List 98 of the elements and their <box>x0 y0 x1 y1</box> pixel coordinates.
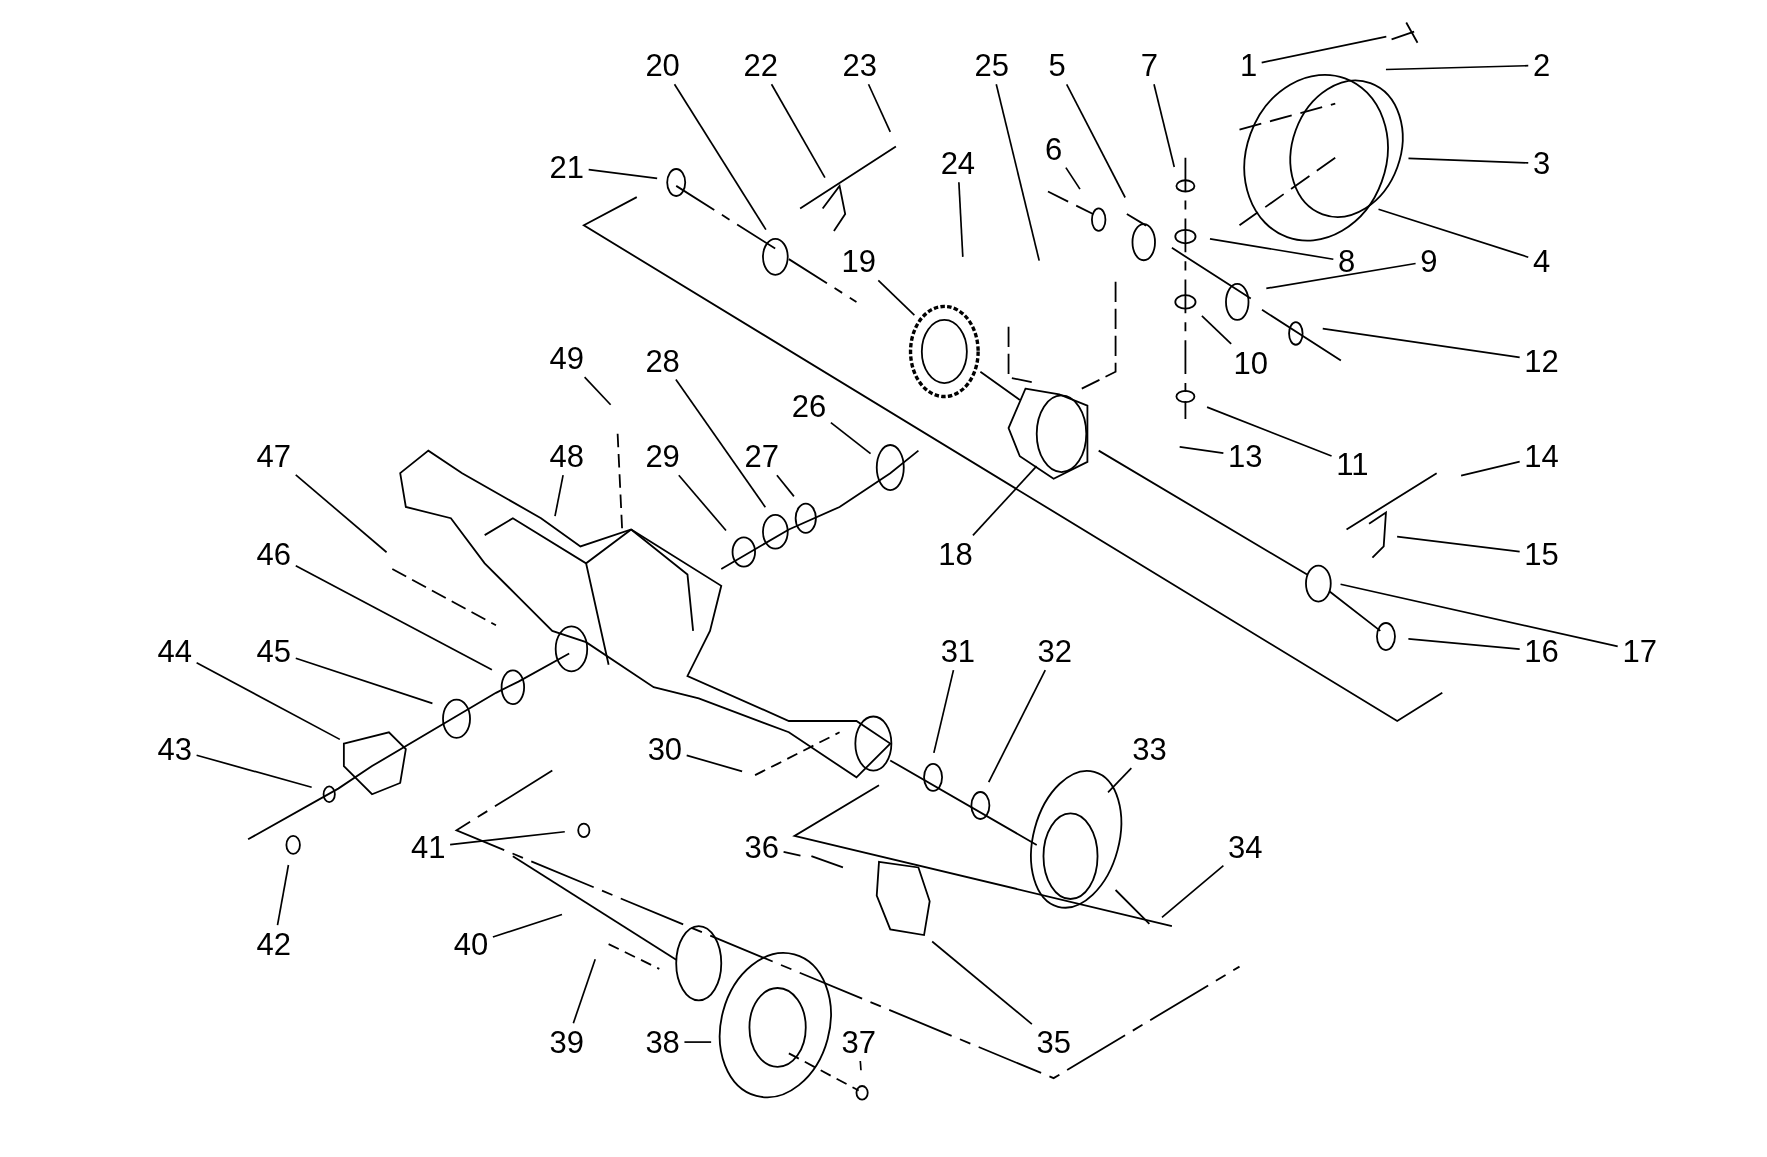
leader-line <box>1265 262 1417 290</box>
callout-number: 23 <box>842 49 878 81</box>
callout-number: 33 <box>1132 733 1167 765</box>
callout-number: 8 <box>1338 245 1356 277</box>
callout-number: 6 <box>1045 133 1063 165</box>
callout-number: 42 <box>256 928 292 960</box>
leader-line <box>294 474 388 554</box>
callout-number: 20 <box>645 49 680 81</box>
callout-number: 32 <box>1037 635 1072 667</box>
callout-number: 27 <box>744 440 779 472</box>
callout-number: 34 <box>1228 831 1263 863</box>
leader-line <box>1460 460 1521 477</box>
leader-line <box>867 83 892 133</box>
callout-number: 2 <box>1533 49 1551 81</box>
leader-line <box>995 83 1041 262</box>
callout-number: 12 <box>1524 345 1559 377</box>
leader-line <box>770 83 826 179</box>
callout-number: 25 <box>974 49 1009 81</box>
leader-line <box>1407 157 1530 164</box>
leader-line <box>677 474 727 532</box>
leader-line <box>1321 327 1521 359</box>
callout-number: 18 <box>938 538 973 570</box>
callout-number: 40 <box>453 928 489 960</box>
callout-number: 35 <box>1036 1026 1071 1058</box>
leader-line <box>1153 83 1176 168</box>
callout-number: 39 <box>549 1026 585 1058</box>
leader-line <box>673 83 767 231</box>
leader-line <box>195 661 341 741</box>
callout-number: 1 <box>1240 49 1258 81</box>
leader-line <box>877 279 916 316</box>
callout-number: 21 <box>549 151 585 183</box>
leader-line <box>195 754 313 789</box>
leader-line <box>933 669 955 754</box>
callout-number: 4 <box>1533 245 1551 277</box>
leader-line <box>830 421 872 455</box>
leader-line <box>449 830 566 846</box>
callout-number: 37 <box>841 1026 876 1058</box>
leader-line <box>1107 767 1133 794</box>
leader-line <box>1178 446 1225 454</box>
callout-number: 47 <box>256 440 292 472</box>
leader-line <box>987 669 1047 784</box>
leader-line <box>1377 208 1530 259</box>
callout-number: 28 <box>645 345 680 377</box>
leader-line <box>859 1060 862 1072</box>
leader-line <box>492 913 563 938</box>
leader-line <box>776 474 795 498</box>
leader-line <box>931 940 1033 1025</box>
callout-number: 45 <box>256 635 292 667</box>
leader-line <box>685 754 743 773</box>
callout-number: 3 <box>1533 147 1551 179</box>
callout-number: 46 <box>256 538 292 570</box>
callout-number: 5 <box>1048 49 1066 81</box>
leader-line <box>1161 864 1225 919</box>
leader-line <box>1206 406 1333 457</box>
callout-number: 9 <box>1420 245 1438 277</box>
leader-line <box>294 657 434 705</box>
leader-line <box>572 958 597 1024</box>
callout-number: 49 <box>549 342 585 374</box>
leader-line <box>587 168 658 180</box>
leader-line <box>1339 583 1619 648</box>
callout-number: 44 <box>157 635 192 667</box>
callout-number: 22 <box>743 49 778 81</box>
callout-number: 41 <box>411 831 446 863</box>
leader-line <box>1260 35 1388 64</box>
leader-line <box>972 465 1038 537</box>
callout-number: 38 <box>645 1026 680 1058</box>
leader-line <box>1201 314 1232 345</box>
leader-line <box>683 1041 712 1043</box>
leader-line <box>583 376 612 406</box>
callout-number: 16 <box>1524 635 1559 667</box>
callout-number: 13 <box>1228 440 1263 472</box>
leader-line <box>675 378 767 509</box>
callout-number: 29 <box>645 440 680 472</box>
leader-line <box>1396 535 1521 553</box>
leader-line <box>554 474 564 518</box>
callout-number: 31 <box>940 635 976 667</box>
leader-line <box>782 851 802 857</box>
callout-number: 19 <box>841 245 876 277</box>
leader-line <box>1065 166 1081 190</box>
leader-line <box>1209 238 1335 261</box>
callout-number: 11 <box>1336 448 1369 480</box>
callout-number: 10 <box>1233 347 1269 379</box>
callout-number: 24 <box>940 147 976 179</box>
callout-number: 48 <box>549 440 585 472</box>
callout-number: 14 <box>1524 440 1559 472</box>
callout-number: 15 <box>1524 538 1559 570</box>
callout-number: 17 <box>1622 635 1657 667</box>
callout-number: 36 <box>744 831 779 863</box>
leader-line <box>294 564 493 671</box>
leader-line <box>1407 638 1521 650</box>
callout-number: 43 <box>157 733 192 765</box>
callout-number: 26 <box>791 390 827 422</box>
callout-number: 7 <box>1140 49 1159 81</box>
leader-line <box>276 864 290 926</box>
leader-line <box>1385 64 1530 71</box>
callout-number: 30 <box>647 733 683 765</box>
leader-line <box>958 181 964 258</box>
leader-line <box>1065 83 1126 199</box>
